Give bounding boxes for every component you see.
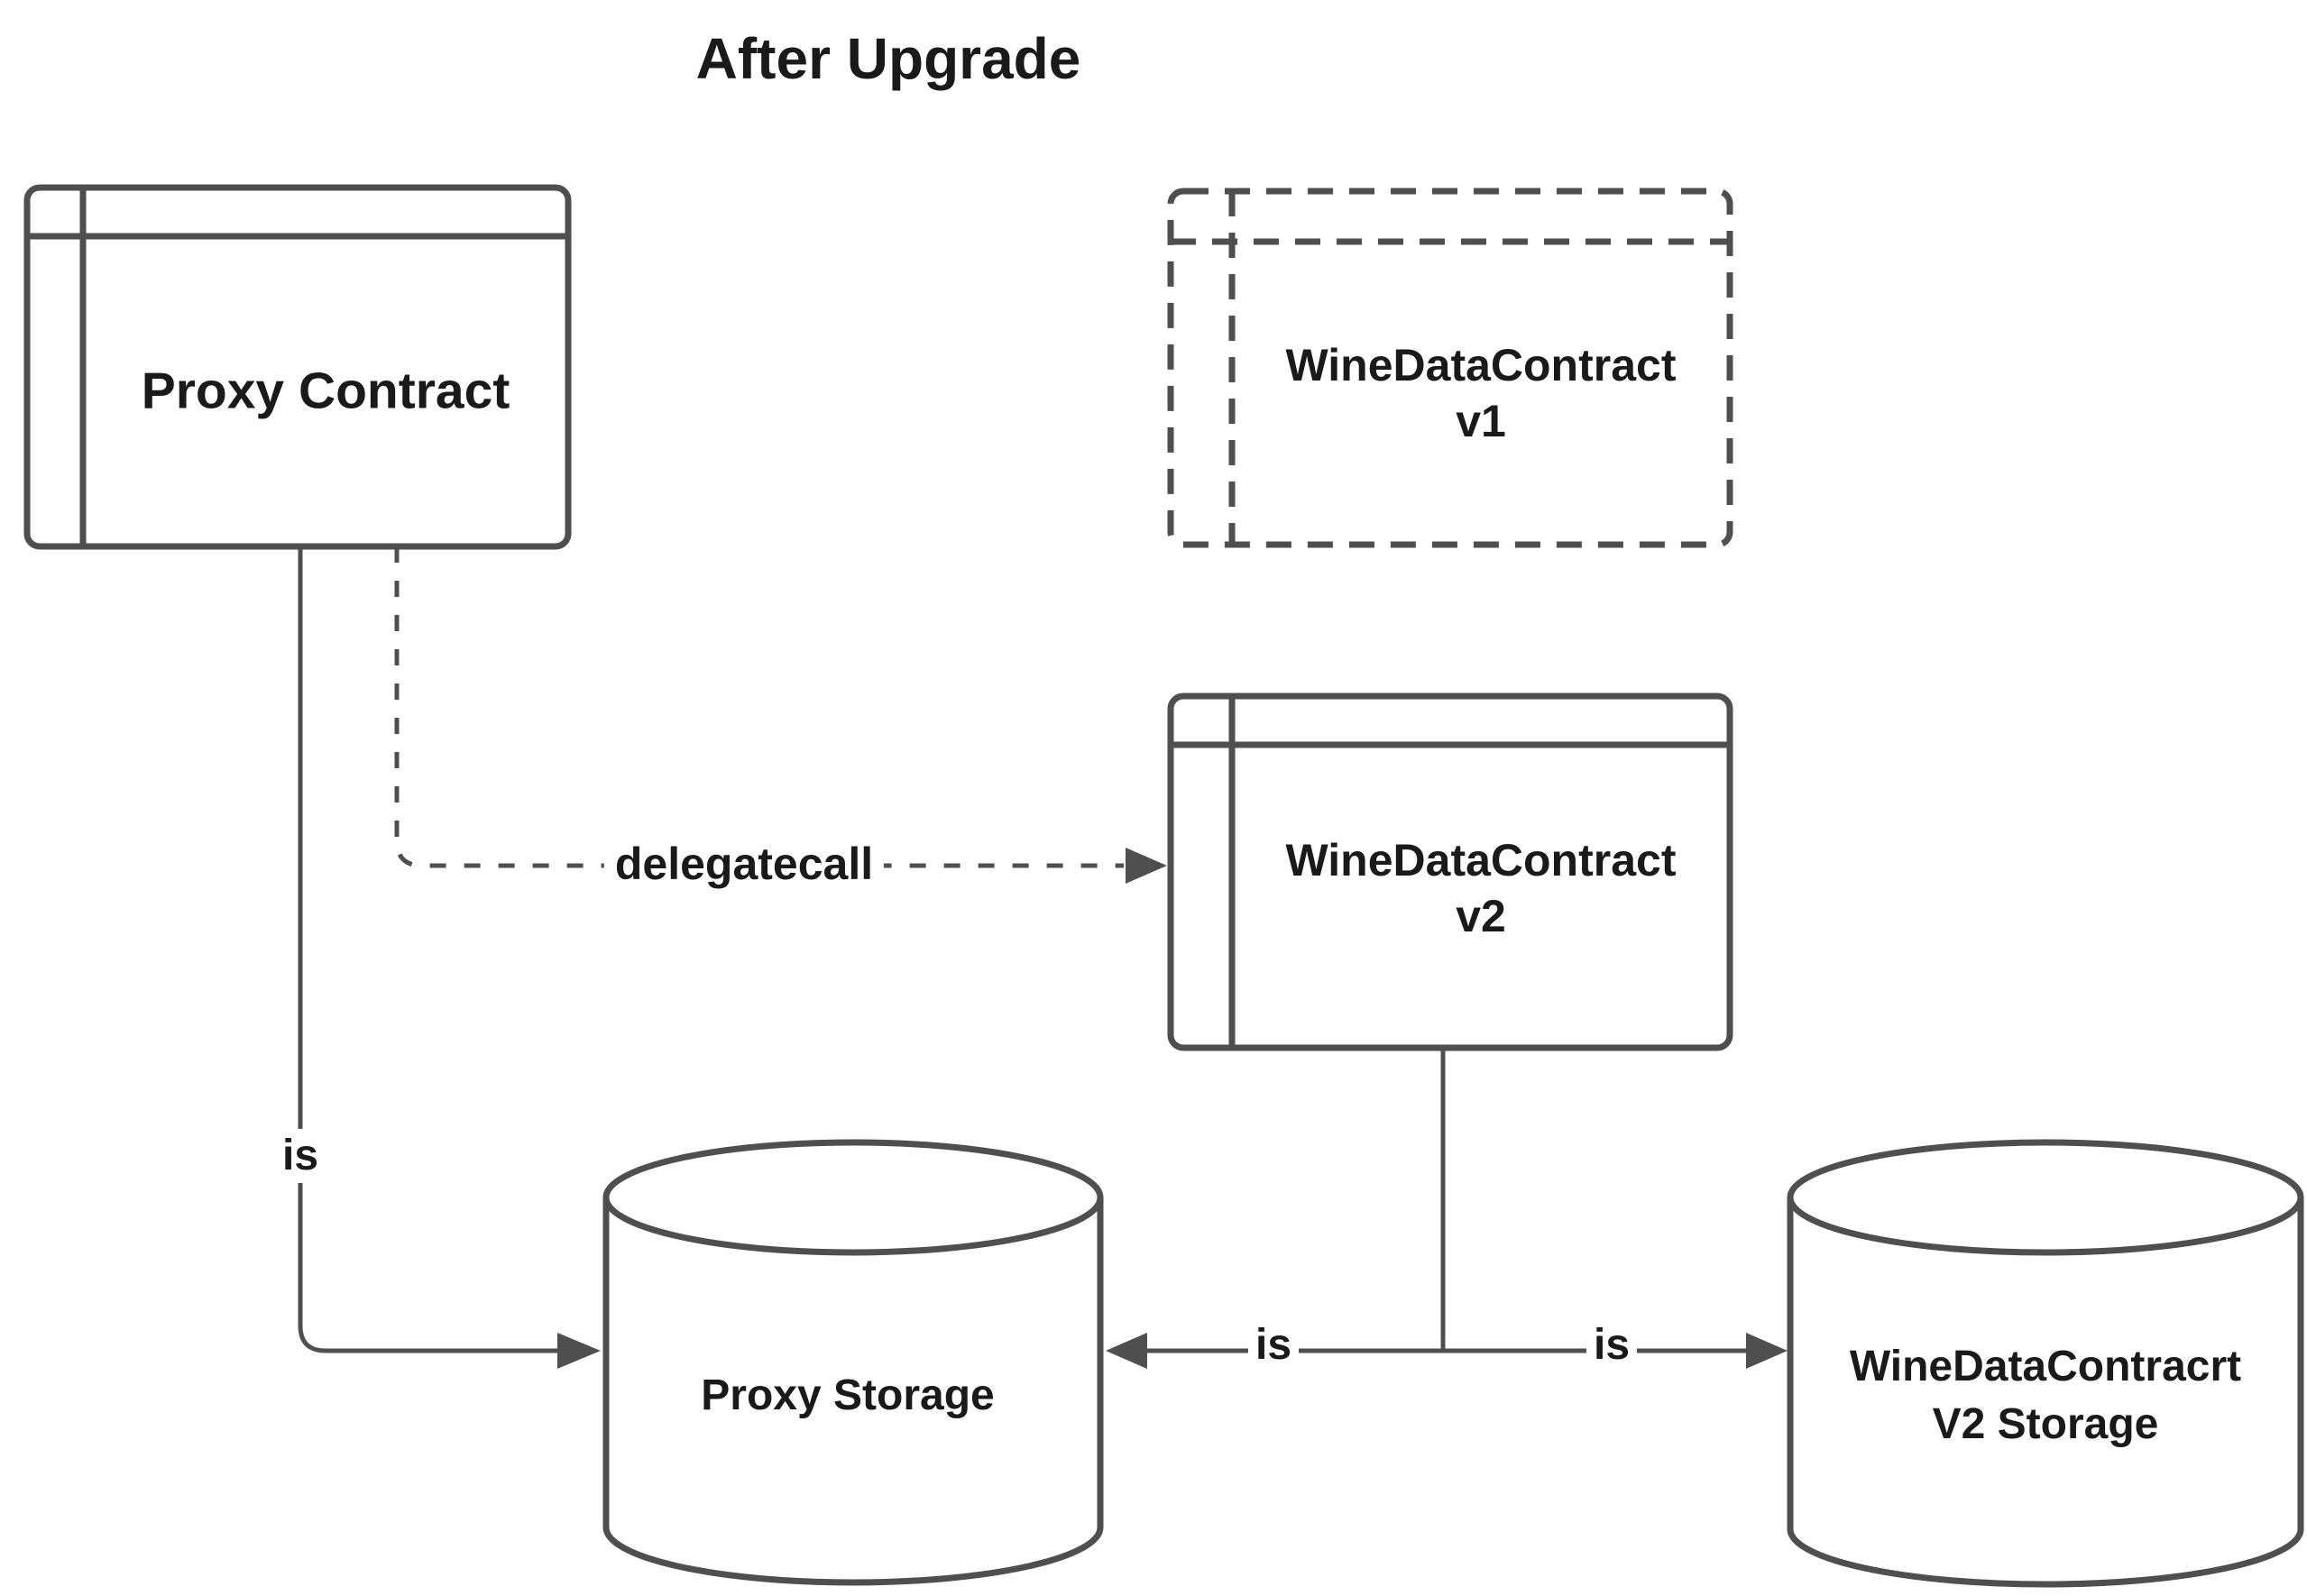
edge-delegatecall: [394, 546, 1167, 884]
wine-data-contract-v2-storage-label-line1: WineDataContracrt: [1849, 1343, 2242, 1390]
arrowhead-right-icon: [1746, 1333, 1788, 1369]
wine-data-contract-v2-storage-cylinder: [1787, 1139, 2304, 1588]
wine-data-contract-v1-label-line1: WineDataContract: [1285, 340, 1677, 390]
wine-data-contract-v2-storage-label: WineDataContracrt V2 Storage: [1850, 1338, 2241, 1454]
proxy-is-edge-label: is: [274, 1129, 326, 1183]
delegatecall-edge-label: delegatecall: [603, 835, 885, 893]
wine-data-contract-v2-label-line2: v2: [1456, 891, 1506, 941]
proxy-storage-cylinder: [602, 1139, 1104, 1586]
wine-data-contract-v2-node: [1167, 693, 1733, 1051]
diagram-title: After Upgrade: [695, 26, 1081, 91]
edge-proxy-is-proxy-storage: [298, 546, 601, 1369]
proxy-contract-label: Proxy Contract: [141, 362, 510, 420]
arrowhead-right-icon: [1126, 848, 1167, 884]
edge-v2-is-storages: [1106, 1048, 1788, 1369]
wine-data-contract-v2-label-line1: WineDataContract: [1285, 835, 1677, 885]
wine-data-contract-v2-storage-label-line2: V2 Storage: [1932, 1400, 2159, 1448]
wine-data-contract-v1-label: WineDataContract v1: [1286, 337, 1677, 449]
wine-data-contract-v1-node: [1167, 188, 1733, 548]
v2-is-right-edge-label: is: [1585, 1318, 1638, 1372]
wine-data-contract-v2-label: WineDataContract v2: [1286, 832, 1677, 944]
proxy-contract-node: [23, 184, 572, 550]
arrowhead-right-icon: [557, 1333, 601, 1369]
arrowhead-left-icon: [1106, 1333, 1147, 1369]
wine-data-contract-v1-label-line2: v1: [1456, 396, 1506, 446]
proxy-storage-label: Proxy Storage: [701, 1371, 995, 1419]
v2-is-left-edge-label: is: [1247, 1318, 1300, 1372]
